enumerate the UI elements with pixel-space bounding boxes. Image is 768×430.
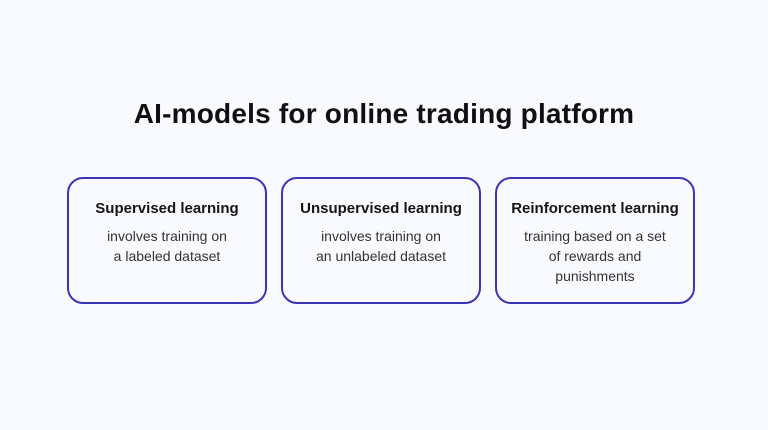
- card-title: Unsupervised learning: [300, 200, 462, 217]
- card-title: Reinforcement learning: [511, 200, 679, 217]
- desc-line: a labeled dataset: [113, 248, 221, 264]
- card-description: training based on a set of rewards and p…: [497, 226, 693, 286]
- desc-line: an unlabeled dataset: [316, 248, 446, 264]
- card-unsupervised-learning: Unsupervised learning involves training …: [281, 177, 481, 304]
- desc-line: of rewards and: [548, 248, 642, 264]
- diagram-title: AI-models for online trading platform: [133, 98, 635, 129]
- card-description: involves training on a labeled dataset: [69, 226, 265, 266]
- card-supervised-learning: Supervised learning involves training on…: [67, 177, 267, 304]
- desc-line: involves training on: [321, 228, 441, 244]
- card-reinforcement-learning: Reinforcement learning training based on…: [495, 177, 695, 304]
- card-title: Supervised learning: [95, 200, 239, 217]
- cards-row: Supervised learning involves training on…: [67, 177, 695, 304]
- desc-line: involves training on: [107, 228, 227, 244]
- card-description: involves training on an unlabeled datase…: [283, 226, 479, 266]
- desc-line: punishments: [555, 268, 635, 284]
- desc-line: training based on a set: [524, 228, 666, 244]
